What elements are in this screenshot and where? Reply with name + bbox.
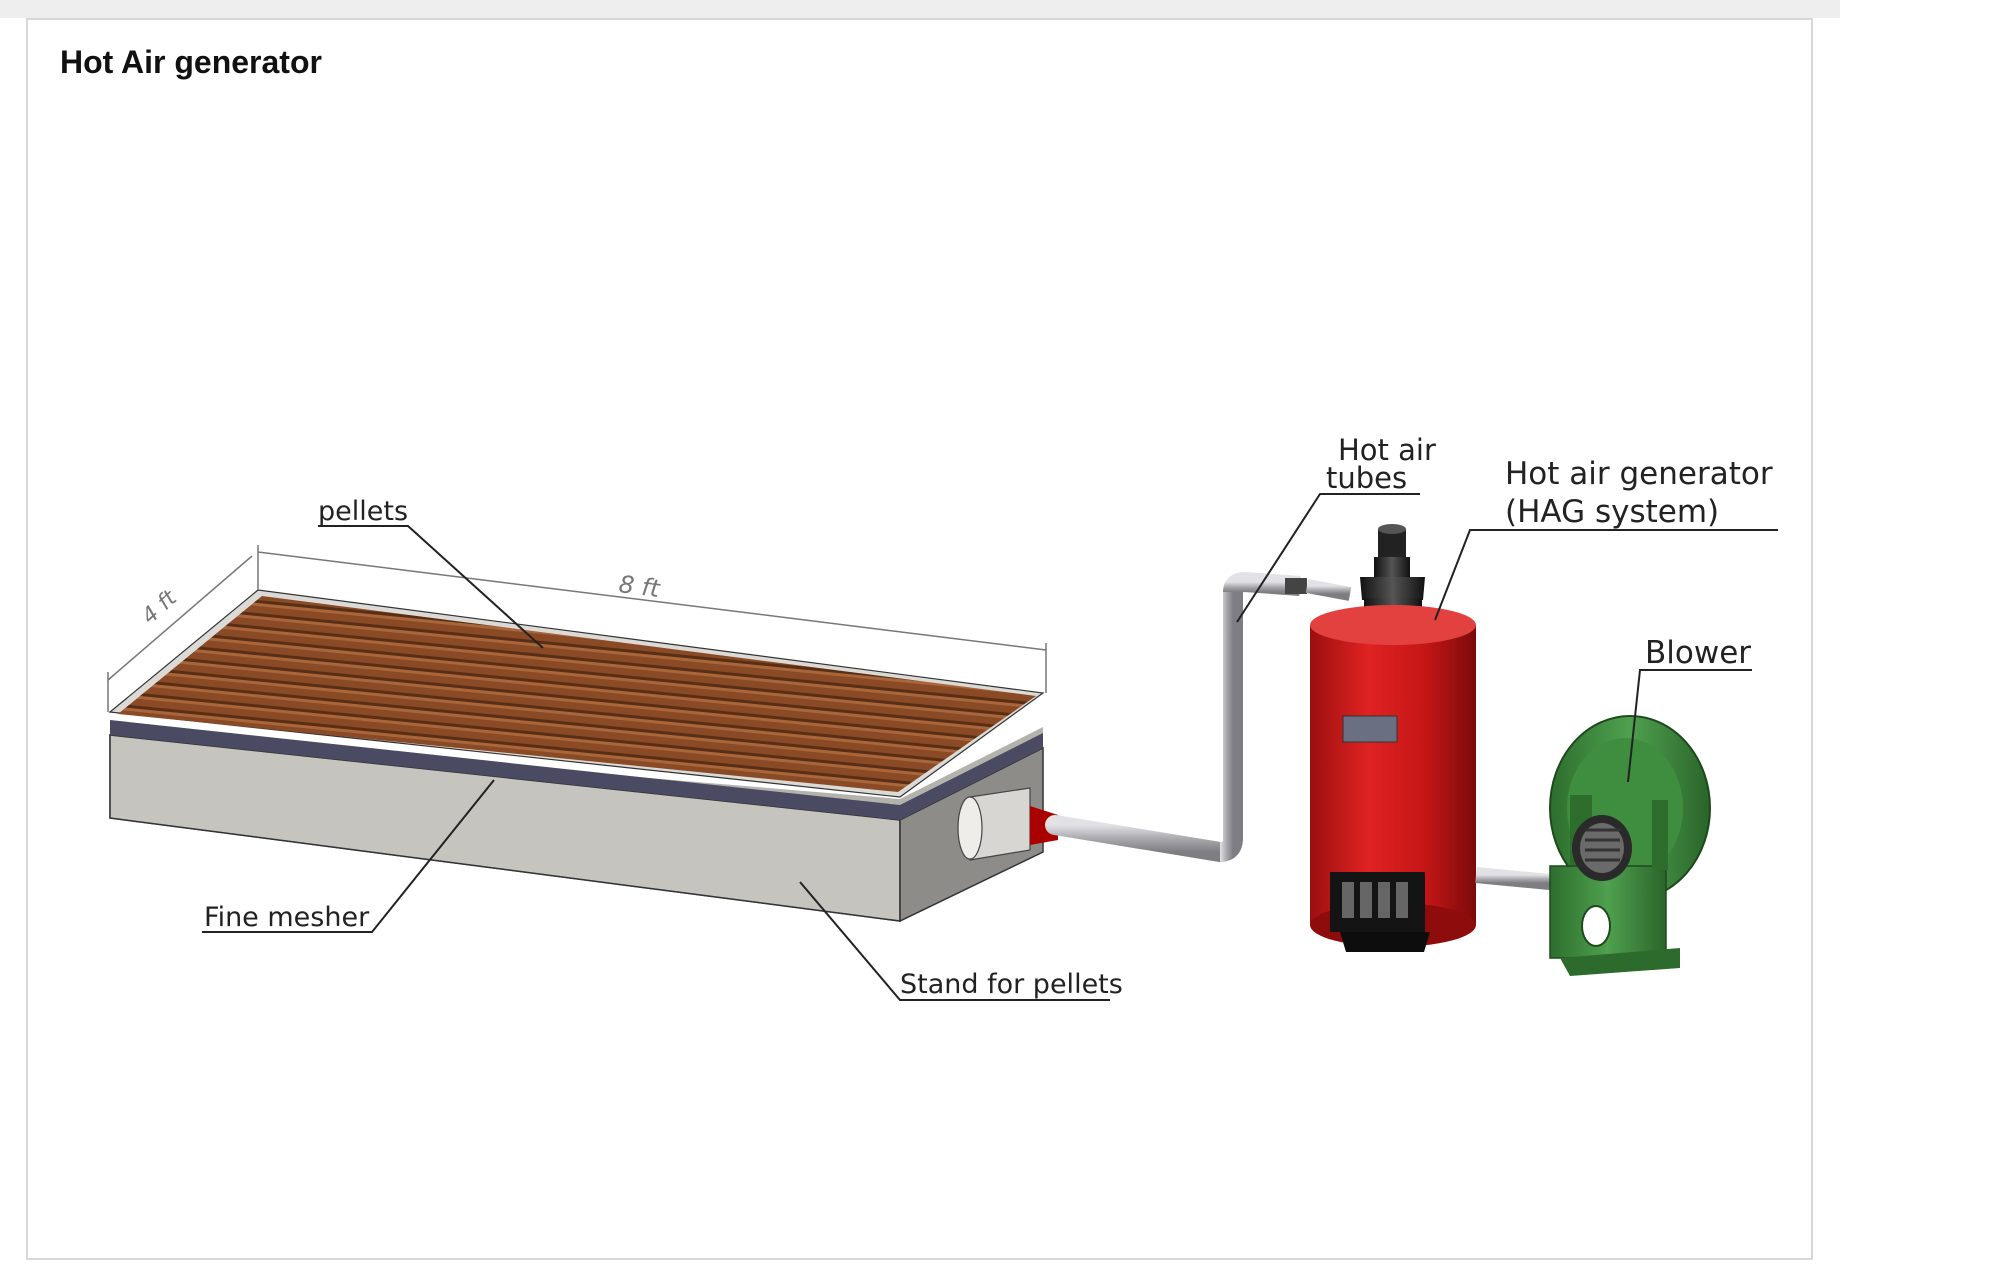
label-stand: Stand for pellets (900, 969, 1123, 1000)
label-blower: Blower (1645, 635, 1751, 671)
leader-stand (799, 881, 1110, 1001)
generator-feet (1340, 932, 1430, 952)
label-tubes-line2: tubes (1326, 461, 1407, 495)
hot-air-generator (1310, 524, 1476, 952)
diagram-title: Hot Air generator (60, 44, 322, 80)
label-tubes-line1: Hot air (1338, 433, 1436, 467)
generator-panel (1342, 715, 1398, 743)
chimney-cap-top (1378, 524, 1406, 534)
label-hag-line2: (HAG system) (1505, 494, 1719, 530)
blower-foot (1560, 948, 1680, 976)
outlet-face (957, 796, 983, 860)
dim-8ft-label: 8 ft (617, 570, 662, 603)
tube-top (1223, 571, 1301, 596)
tube-vertical (1219, 592, 1243, 862)
blower-duct (1475, 867, 1561, 891)
leader-hag (1434, 529, 1778, 621)
top-bar (0, 0, 1840, 18)
dimension-lines (107, 545, 1047, 712)
hot-air-tubes (1045, 571, 1352, 862)
dim-8ft-line (257, 551, 1047, 651)
leader-lines (202, 493, 1778, 1001)
dim-4ft-line (107, 555, 253, 681)
label-fine-mesher: Fine mesher (204, 902, 370, 933)
label-pellets: pellets (318, 496, 408, 527)
stand-outlet (957, 787, 1058, 861)
blower-bracket-right (1652, 800, 1668, 870)
blower (1549, 715, 1711, 976)
pellet-stand (108, 589, 1045, 923)
leader-tubes (1236, 493, 1420, 623)
chimney-collar (1374, 557, 1410, 577)
leader-blower (1627, 669, 1752, 783)
leader-pellets (318, 525, 544, 649)
grate-bar (1360, 882, 1372, 918)
generator-top (1310, 605, 1476, 645)
motor-fins (1585, 828, 1620, 862)
tube-inlet (1305, 579, 1352, 601)
tube-horizontal (1045, 815, 1230, 862)
grate-bar (1378, 882, 1390, 918)
grate-bar (1396, 882, 1408, 918)
tube-valve (1285, 578, 1307, 594)
grate-bar (1342, 882, 1354, 918)
label-hag-line1: Hot air generator (1505, 456, 1773, 492)
leader-fine-mesher (202, 779, 495, 933)
outlet-red-coupling (1030, 806, 1058, 845)
blower-port (1581, 905, 1611, 947)
chimney-flange (1360, 577, 1425, 600)
dim-4ft-label: 4 ft (137, 585, 183, 629)
pellet-bed (118, 596, 1036, 792)
